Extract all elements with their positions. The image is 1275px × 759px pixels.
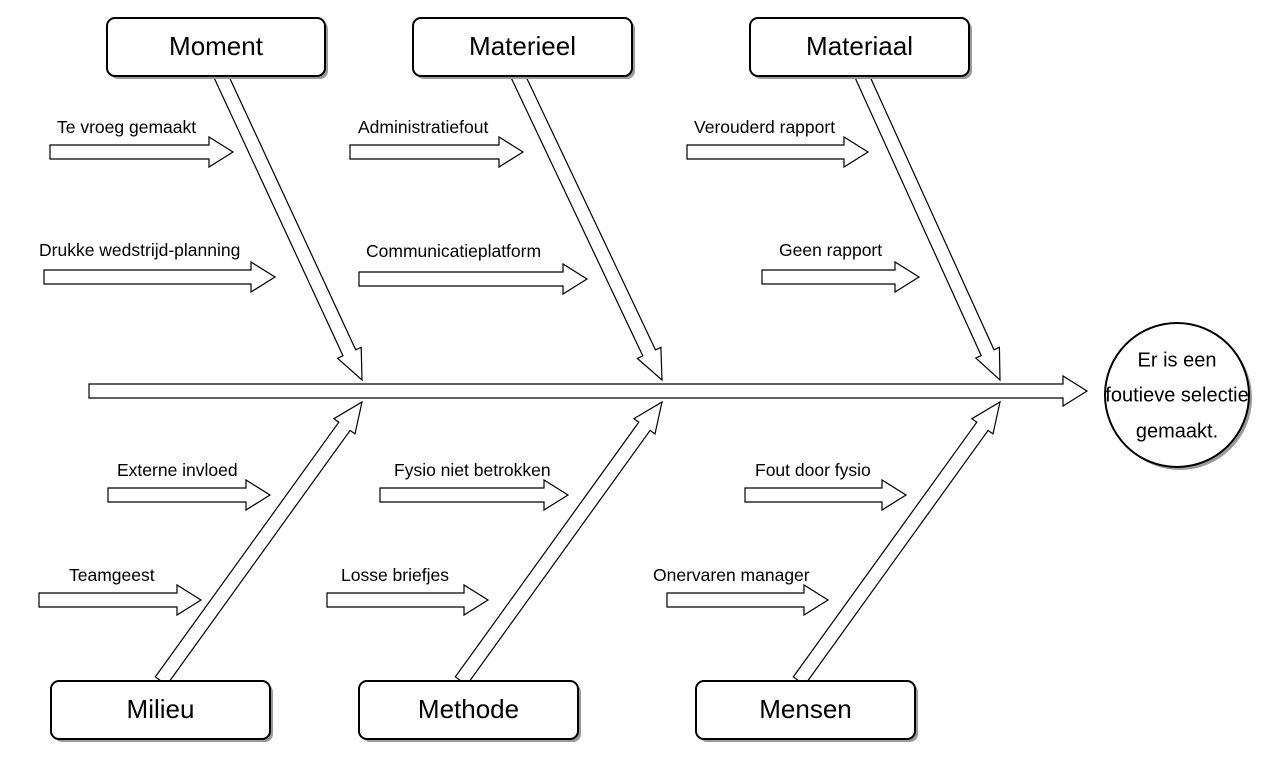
cause-arrow bbox=[744, 478, 908, 512]
bone-bottom-2 bbox=[454, 400, 663, 686]
cause-arrow bbox=[38, 583, 203, 617]
cause-arrow bbox=[43, 260, 277, 294]
effect-line-2: foutieve selectie bbox=[1105, 384, 1248, 406]
cause-arrow bbox=[379, 478, 570, 512]
bone-bottom-1 bbox=[154, 400, 363, 686]
effect-circle bbox=[1104, 322, 1250, 468]
cause-label: Teamgeest bbox=[69, 565, 155, 585]
category-label: Moment bbox=[169, 31, 264, 61]
cause-arrow bbox=[107, 478, 272, 512]
category-label: Methode bbox=[418, 694, 519, 724]
cause-arrow bbox=[326, 583, 490, 617]
category-box-frame bbox=[50, 680, 271, 740]
spine-layer bbox=[88, 374, 1089, 408]
category-label: Milieu bbox=[127, 694, 195, 724]
cause-label: Externe invloed bbox=[117, 460, 238, 480]
cause-arrow bbox=[358, 262, 589, 296]
bone-bottom-3 bbox=[792, 400, 1001, 686]
category-box-bottom-2: Methode bbox=[358, 680, 581, 742]
bone-top-1 bbox=[213, 72, 363, 382]
category-box-bottom-1: Milieu bbox=[50, 680, 273, 742]
spine-arrow bbox=[88, 374, 1089, 408]
cause-label: Onervaren manager bbox=[653, 565, 810, 585]
cause-label: Drukke wedstrijd-planning bbox=[39, 240, 240, 260]
cause-label: Te vroeg gemaakt bbox=[57, 117, 196, 137]
category-label: Materieel bbox=[469, 31, 576, 61]
category-box-frame bbox=[749, 17, 970, 77]
category-box-bottom-3: Mensen bbox=[695, 680, 918, 742]
category-box-top-1: Moment bbox=[106, 17, 328, 79]
cause-arrow bbox=[686, 135, 870, 169]
cause-arrow bbox=[666, 583, 830, 617]
category-label: Materiaal bbox=[806, 31, 913, 61]
cause-label: Fysio niet betrokken bbox=[394, 460, 551, 480]
cause-label: Geen rapport bbox=[779, 240, 882, 260]
cause-arrow bbox=[49, 135, 235, 169]
cause-label: Communicatieplatform bbox=[366, 241, 541, 261]
category-box-frame bbox=[358, 680, 579, 740]
category-box-top-3: Materiaal bbox=[749, 17, 972, 79]
category-box-frame bbox=[412, 17, 633, 77]
category-box-frame bbox=[695, 680, 916, 740]
category-box-top-2: Materieel bbox=[412, 17, 635, 79]
bones-layer bbox=[154, 72, 1001, 686]
cause-arrow bbox=[349, 135, 525, 169]
cause-arrow bbox=[761, 260, 921, 294]
category-label: Mensen bbox=[759, 694, 852, 724]
cause-label: Administratiefout bbox=[358, 117, 488, 137]
effect-line-1: Er is een bbox=[1138, 349, 1217, 371]
category-box-frame bbox=[106, 17, 326, 77]
effect-line-3: gemaakt. bbox=[1136, 420, 1218, 442]
bone-top-2 bbox=[510, 72, 663, 382]
cause-label: Verouderd rapport bbox=[694, 117, 835, 137]
effect-node: Er is een foutieve selectie gemaakt. bbox=[1104, 322, 1252, 470]
cause-label: Losse briefjes bbox=[341, 565, 449, 585]
bone-top-3 bbox=[854, 72, 1001, 382]
cause-label: Fout door fysio bbox=[755, 460, 871, 480]
